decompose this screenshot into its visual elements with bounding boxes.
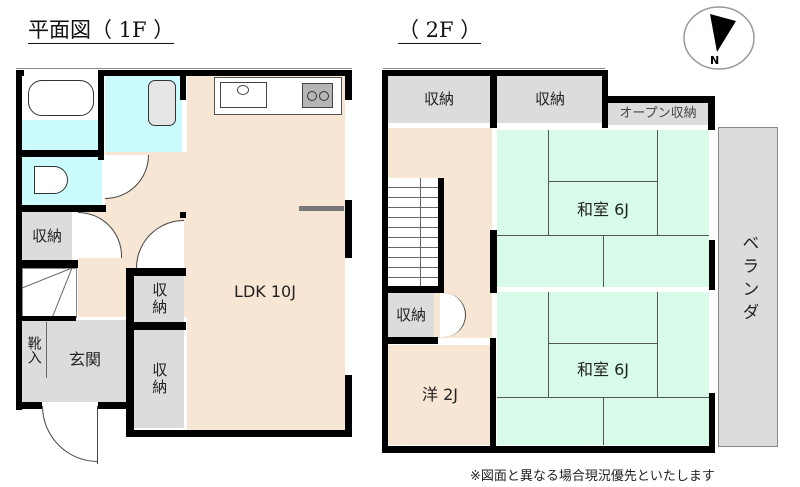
kitchen-sink-icon — [220, 82, 267, 108]
shoe-closet-label: 靴入 — [25, 336, 42, 364]
partition-bar — [299, 206, 344, 211]
floor2-title: （ 2F ） — [398, 18, 482, 44]
open-storage-label: オープン収納 — [619, 105, 697, 121]
western-room-label: 洋 2J — [422, 385, 458, 405]
veranda-label: ベランダ — [738, 234, 759, 326]
entrance-label: 玄関 — [68, 350, 101, 370]
storage-left — [22, 212, 72, 260]
storage-small-label: 収納 — [395, 305, 426, 324]
compass: N — [682, 4, 756, 72]
storage-top-mid-label: 収納 — [534, 90, 565, 109]
compass-label: N — [710, 54, 720, 67]
disclaimer-note: ※図面と異なる場合現況優先といたします — [470, 469, 715, 484]
entrance — [22, 320, 126, 402]
entrance-door-leaf — [97, 406, 98, 464]
shoe-closet-divider — [46, 322, 47, 378]
storage-mid-top — [134, 276, 184, 322]
washitsu-bottom-label: 和室 6J — [577, 360, 629, 380]
bath-floor — [22, 120, 102, 152]
stair-rail — [420, 178, 421, 286]
western-room — [388, 345, 492, 445]
veranda — [718, 127, 778, 447]
floor1-plan: LDK 10J 収納 靴入 玄関 収納 収納 — [0, 0, 360, 487]
ldk-room — [187, 76, 345, 430]
stair-lines-icon — [22, 268, 73, 318]
storage-top-mid — [497, 76, 603, 123]
storage-small — [388, 293, 434, 337]
open-storage — [608, 103, 708, 125]
washitsu-top-label: 和室 6J — [577, 200, 629, 220]
toilet-icon — [34, 166, 68, 194]
north-arrow-icon — [683, 6, 755, 70]
ldk-label: LDK 10J — [234, 282, 296, 302]
washbasin-icon — [148, 80, 176, 126]
storage-mid-bottom-label: 収納 — [150, 362, 169, 396]
storage-mid-top-label: 収納 — [150, 282, 169, 316]
storage-mid-bottom — [134, 330, 184, 428]
floor1-title: 平面図（ 1F ） — [28, 18, 175, 44]
storage-top-left — [388, 76, 490, 123]
gas-stove-icon — [302, 83, 333, 108]
staircase — [388, 178, 438, 286]
sink-drain-icon — [237, 85, 249, 95]
storage-left-label: 収納 — [31, 226, 62, 245]
bathtub-icon — [28, 80, 94, 116]
storage-top-left-label: 収納 — [423, 90, 454, 109]
